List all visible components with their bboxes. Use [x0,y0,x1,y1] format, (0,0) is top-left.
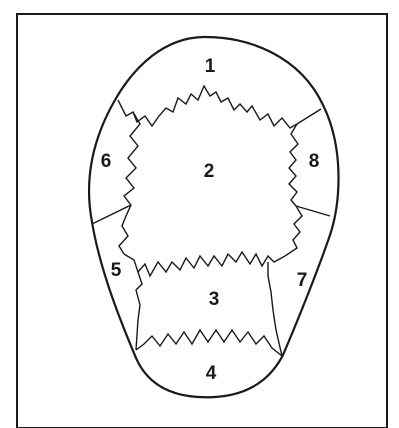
region-label-2: 2 [204,161,215,182]
region-label-8: 8 [309,151,320,172]
suture-right-upper [289,124,298,206]
region-label-6: 6 [101,151,112,172]
boundary-3-7 [268,262,282,356]
region-label-3: 3 [209,289,220,310]
boundary-6-5 [92,205,131,224]
boundary-5-3 [136,272,142,350]
region-label-4: 4 [206,363,217,384]
suture-upper [118,86,321,128]
region-label-7: 7 [297,270,308,291]
suture-right-middle [285,206,302,256]
region-label-1: 1 [205,56,216,77]
suture-left-upper [124,112,140,205]
suture-left-middle [119,205,131,254]
suture-middle [124,252,285,276]
region-label-5: 5 [111,260,122,281]
frame-border [17,14,387,428]
suture-lower [136,330,282,356]
